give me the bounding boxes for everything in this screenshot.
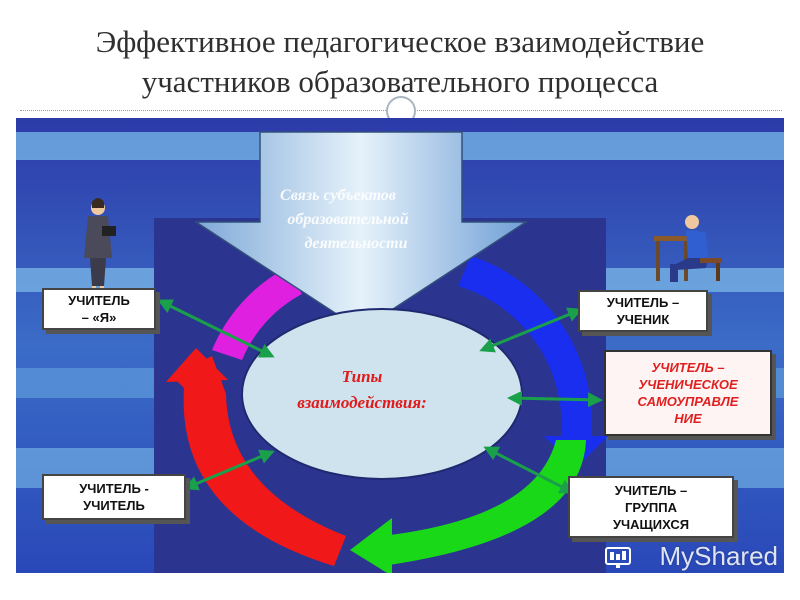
arc-red-head [166,348,228,382]
box-teacher-selfgov: УЧИТЕЛЬ – УЧЕНИЧЕСКОЕ САМОУПРАВЛЕ НИЕ [604,350,772,436]
title-line-1: Эффективное педагогическое взаимодействи… [95,24,705,59]
box-teacher-student: УЧИТЕЛЬ – УЧЕНИК [578,290,708,332]
connector-teacher-self [157,299,275,358]
down-arrow [193,131,529,331]
arrow-label-line-2: образовательной [287,211,408,228]
center-label-line-1: Типы [342,367,383,386]
center-label-line-2: взаимодействия: [297,393,427,412]
arc-red [172,356,346,566]
arc-green [382,440,586,566]
watermark-text: MyShared [659,541,779,571]
connector-teacher-selfgov [507,390,603,408]
connector-teacher-teacher [183,449,275,491]
arrow-label-line-1: Связь субъектов [280,187,396,204]
connector-teacher-group [483,446,575,494]
arc-green-head [350,518,392,576]
connector-teacher-student [479,307,583,353]
title-line-2: участников образовательного процесса [141,64,659,99]
student-at-desk-icon [654,215,722,282]
arrow-label-line-3: деятельности [304,235,407,252]
box-teacher-group: УЧИТЕЛЬ – ГРУППА УЧАЩИХСЯ [568,476,734,538]
box-teacher-teacher: УЧИТЕЛЬ - УЧИТЕЛЬ [42,474,186,520]
box-teacher-self: УЧИТЕЛЬ – «Я» [42,288,156,330]
myshared-logo-icon [605,547,631,568]
slide-title: Эффективное педагогическое взаимодействи… [20,22,780,102]
diagram: Связь субъектов образовательной деятельн… [16,118,784,576]
